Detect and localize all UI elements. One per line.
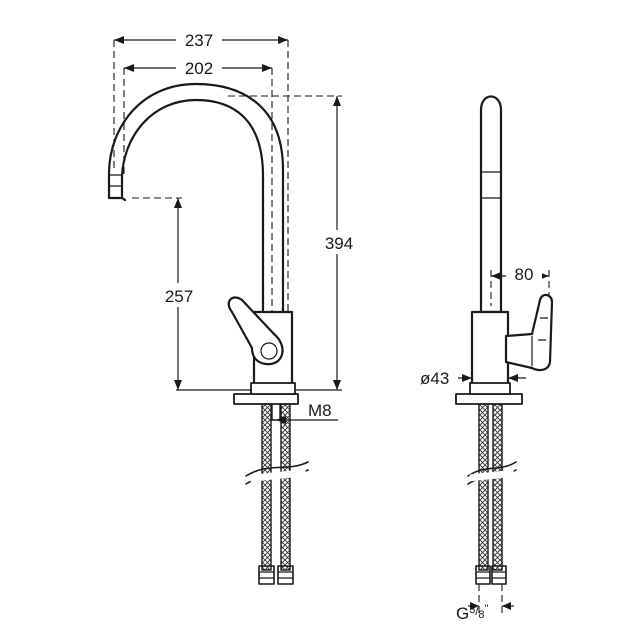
dim-overall-height-label: 394 <box>325 234 353 253</box>
side-spout <box>479 95 503 314</box>
side-lever <box>504 293 554 372</box>
dim-mounting-thread: M8 <box>276 401 338 424</box>
side-hoses <box>467 403 517 585</box>
dim-spout-height-label: 257 <box>165 287 193 306</box>
dim-mounting-thread-label: M8 <box>308 401 332 420</box>
side-body-collar <box>469 382 511 395</box>
dim-body-diameter-label: ø43 <box>420 369 449 388</box>
side-body <box>470 310 510 392</box>
dim-overall-reach-label: 237 <box>185 31 213 50</box>
dim-overall-reach: 237 <box>113 28 289 312</box>
dim-connection-base: G <box>456 604 469 623</box>
front-body-collar <box>250 382 296 395</box>
dim-spout-height: 257 <box>132 197 252 391</box>
front-base-plate <box>233 393 299 405</box>
side-base-plate <box>455 393 523 405</box>
dim-connection-denominator: 8 <box>478 609 484 621</box>
front-lever <box>227 296 284 366</box>
front-view: 237 202 394 <box>107 28 360 585</box>
dim-body-diameter: ø43 <box>420 369 526 388</box>
front-hoses <box>245 399 309 585</box>
dim-connection: G3/8" <box>456 584 514 623</box>
dim-connection-suffix: " <box>485 603 489 615</box>
dim-connection-label: G3/8" <box>456 603 489 623</box>
dim-spout-reach-label: 202 <box>185 59 213 78</box>
dim-overall-height: 394 <box>228 95 360 391</box>
dim-connection-numerator: 3 <box>469 604 475 616</box>
dim-spout-reach: 202 <box>123 56 273 312</box>
dim-connection-separator: / <box>475 606 479 618</box>
dim-lever-reach: 80 <box>490 263 550 306</box>
front-spout <box>107 82 285 314</box>
dim-lever-reach-label: 80 <box>515 265 534 284</box>
side-view: 80 ø43 G3/8" <box>420 95 554 623</box>
